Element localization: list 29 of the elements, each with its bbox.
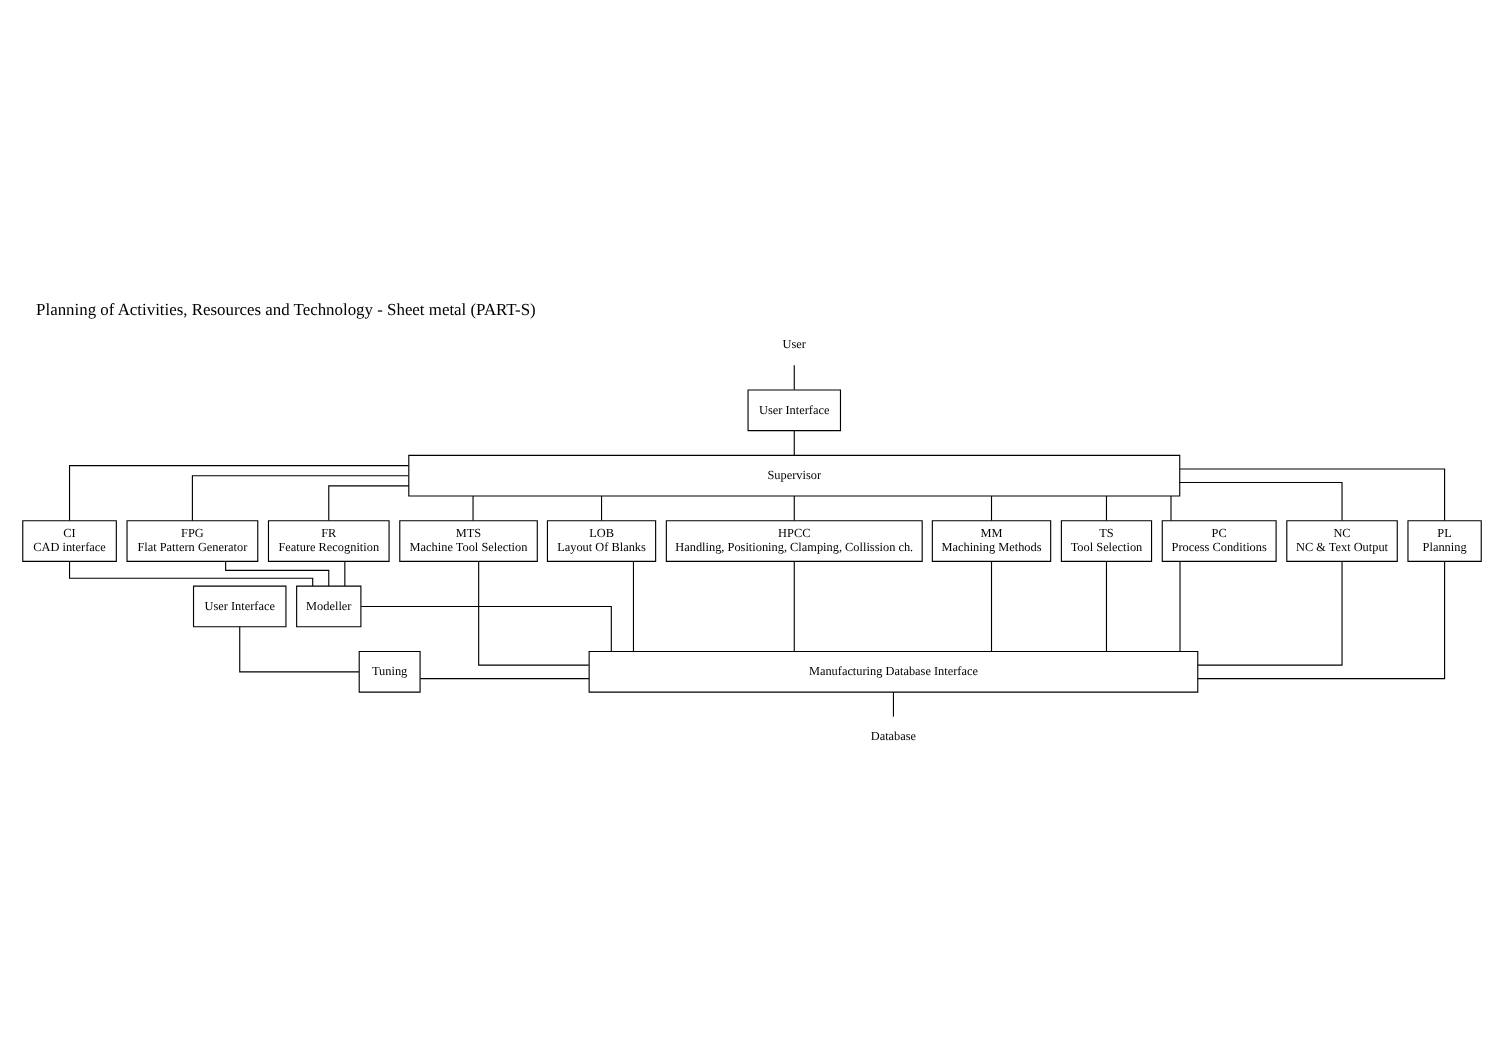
- connector: [632, 559, 635, 651]
- connector: [68, 464, 410, 520]
- connector: [1170, 494, 1172, 521]
- connector: [990, 494, 993, 521]
- connector: [793, 429, 795, 455]
- connector: [1179, 480, 1343, 521]
- connector: [990, 559, 993, 651]
- connector: [793, 363, 795, 390]
- diagram-title: Planning of Activities, Resources and Technology - Sheet metal (PART-S): [36, 297, 536, 318]
- connector: [68, 559, 314, 586]
- connector: [1179, 559, 1181, 651]
- connector: [1197, 560, 1343, 665]
- connector: [793, 559, 795, 651]
- connector: [328, 484, 410, 521]
- connector: [1179, 467, 1446, 521]
- connector: [892, 690, 894, 717]
- connector: [1197, 559, 1446, 679]
- connector: [360, 604, 612, 652]
- connector: [191, 474, 409, 521]
- connector: [478, 560, 590, 665]
- connector: [239, 625, 360, 672]
- connector: [600, 494, 603, 521]
- connector: [1105, 559, 1108, 651]
- connector: [472, 494, 474, 521]
- connector: [344, 559, 346, 586]
- connector: [225, 559, 330, 586]
- connector: [793, 494, 795, 521]
- connector: [419, 677, 590, 679]
- connector: [1105, 494, 1108, 521]
